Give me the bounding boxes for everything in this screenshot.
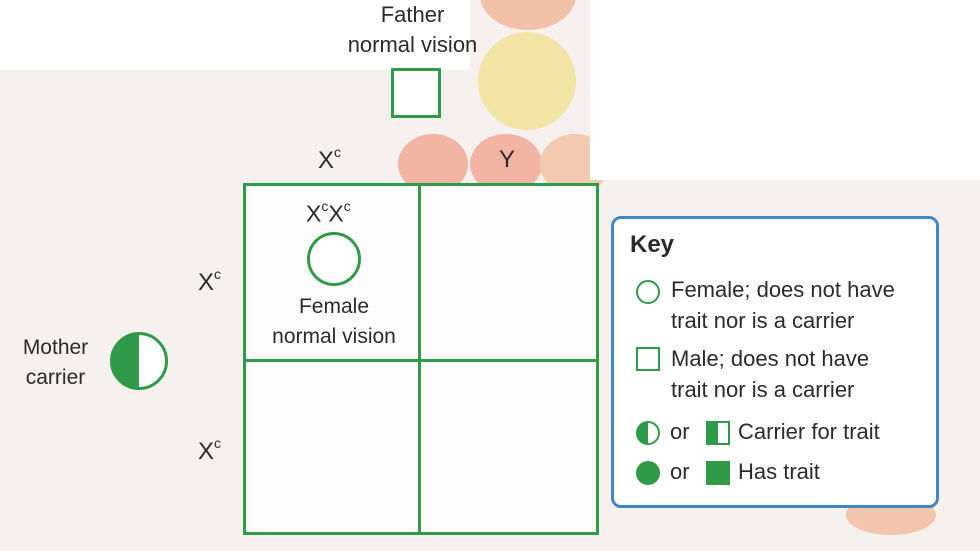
- paper-area: [0, 0, 470, 70]
- mother-allele-1-base: X: [198, 269, 215, 296]
- father-label: Father normal vision: [330, 0, 495, 60]
- cell-tl-genotype-a-sup: c: [321, 198, 329, 214]
- cell-tl-phenotype: Female normal vision: [252, 292, 416, 352]
- mother-allele-1-sup: c: [214, 266, 222, 282]
- mother-allele-2-base: X: [198, 438, 215, 465]
- key-female-circle-icon: [636, 280, 660, 304]
- key-male-square-icon: [636, 347, 660, 371]
- key-male-text: Male; does not have trait nor is a carri…: [671, 343, 869, 405]
- key-female-line2: trait nor is a carrier: [671, 308, 855, 333]
- mother-symbol-carrier-circle: [110, 332, 168, 390]
- key-female-text: Female; does not have trait nor is a car…: [671, 274, 895, 336]
- father-label-line2: normal vision: [347, 32, 478, 57]
- cell-tl-genotype-a: X: [306, 200, 322, 227]
- key-has-trait-text: Has trait: [738, 459, 820, 484]
- key-carrier-square-icon: [706, 421, 730, 445]
- key-carrier-circle-icon: [636, 421, 660, 445]
- father-allele-1: Xc: [318, 144, 342, 175]
- key-panel: Key Female; does not have trait nor is a…: [611, 216, 939, 508]
- key-carrier-text: Carrier for trait: [738, 419, 880, 444]
- key-or-1: or: [670, 419, 690, 444]
- key-female-line1: Female; does not have: [671, 277, 895, 302]
- mother-allele-2: Xc: [198, 435, 222, 466]
- cell-tl-phenotype-line1: Female: [298, 295, 370, 318]
- father-label-line1: Father: [380, 2, 445, 27]
- father-allele-1-base: X: [318, 147, 335, 174]
- punnett-horizontal-divider: [246, 359, 596, 362]
- key-or-2: or: [670, 459, 690, 484]
- father-allele-2: Y: [499, 146, 516, 173]
- cell-tl-female-circle: [307, 232, 361, 286]
- mother-allele-2-sup: c: [214, 435, 222, 451]
- paper-area: [590, 0, 980, 180]
- punnett-square: XcXc Female normal vision: [243, 183, 599, 535]
- father-allele-1-sup: c: [334, 144, 342, 160]
- key-male-line1: Male; does not have: [671, 346, 870, 371]
- cell-tl-genotype: XcXc: [306, 198, 351, 228]
- mother-label: Mother carrier: [8, 333, 103, 393]
- father-symbol-square: [391, 68, 441, 118]
- mother-label-line1: Mother: [22, 336, 89, 359]
- cell-tl-phenotype-line2: normal vision: [272, 325, 396, 348]
- mother-label-line2: carrier: [25, 366, 86, 389]
- cell-tl-genotype-b: X: [328, 200, 344, 227]
- key-has-trait-square-icon: [706, 461, 730, 485]
- key-has-trait-circle-icon: [636, 461, 660, 485]
- bg-dot: [478, 32, 576, 130]
- key-title: Key: [630, 231, 675, 258]
- mother-allele-1: Xc: [198, 266, 222, 297]
- key-male-line2: trait nor is a carrier: [671, 377, 855, 402]
- cell-tl-genotype-b-sup: c: [343, 198, 351, 214]
